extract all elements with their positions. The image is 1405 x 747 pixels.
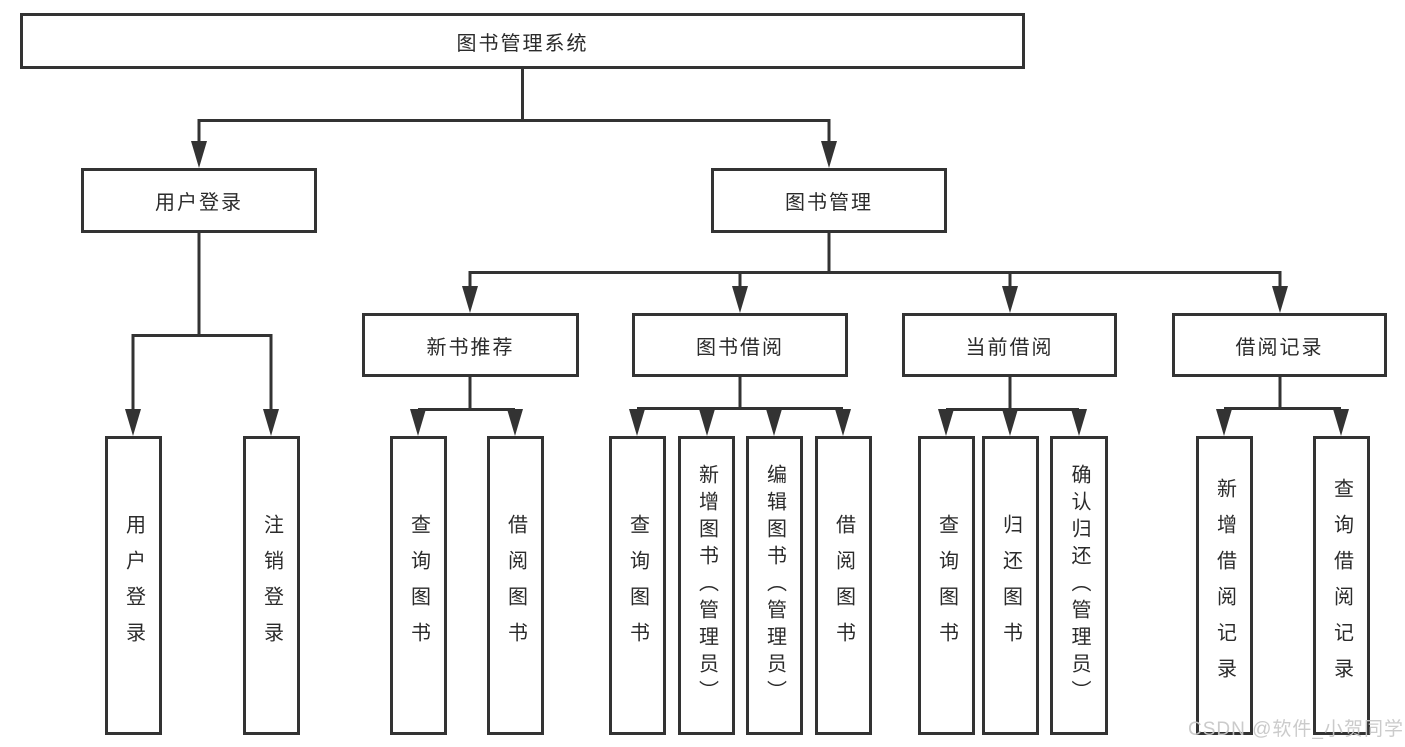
arrow-icon xyxy=(125,409,141,436)
node-label: 图书借阅 xyxy=(696,336,784,359)
arrow-icon xyxy=(1071,409,1087,436)
node-label: 查询图书 xyxy=(407,513,430,658)
node-label: 图书管理 xyxy=(785,192,873,214)
node-new-book-recommend: 新书推荐 xyxy=(362,313,579,377)
node-label: 新书推荐 xyxy=(426,336,515,359)
csdn-watermark: CSDN @软件_小贺同学 xyxy=(1188,719,1404,740)
node-label: 借阅图书 xyxy=(832,513,855,658)
arrow-icon xyxy=(938,409,954,436)
node-label: 查询图书 xyxy=(626,513,649,658)
arrow-icon xyxy=(766,409,782,436)
node-user-login: 用户登录 xyxy=(81,168,317,233)
node-logout-action: 注销登录 xyxy=(243,436,300,735)
node-label: 借阅记录 xyxy=(1235,336,1324,359)
node-borrow-books-recommend: 借阅图书 xyxy=(487,436,544,735)
node-book-borrowing: 图书借阅 xyxy=(632,313,848,377)
arrow-icon xyxy=(263,409,279,436)
arrow-icon xyxy=(1333,409,1349,436)
node-book-management: 图书管理 xyxy=(711,168,947,233)
node-edit-books-admin: 编辑图书（管理员） xyxy=(746,436,803,735)
node-label: 当前借阅 xyxy=(965,336,1054,359)
node-add-borrow-record: 新增借阅记录 xyxy=(1196,436,1253,735)
node-query-books-current: 查询图书 xyxy=(918,436,975,735)
arrow-icon xyxy=(732,286,748,313)
node-query-borrow-record: 查询借阅记录 xyxy=(1313,436,1370,735)
arrow-icon xyxy=(629,409,645,436)
node-label: 图书管理系统 xyxy=(456,32,589,55)
node-borrow-books: 借阅图书 xyxy=(815,436,872,735)
node-label: 新增图书（管理员） xyxy=(695,464,718,707)
arrow-icon xyxy=(191,141,207,168)
arrow-icon xyxy=(821,141,837,168)
arrow-icon xyxy=(462,286,478,313)
arrow-icon xyxy=(699,409,715,436)
arrow-icon xyxy=(410,409,426,436)
node-label: 查询图书 xyxy=(935,513,958,658)
arrow-icon xyxy=(507,409,523,436)
node-query-books-recommend: 查询图书 xyxy=(390,436,447,735)
node-add-books-admin: 新增图书（管理员） xyxy=(678,436,735,735)
arrow-icon xyxy=(1272,286,1288,313)
node-return-books: 归还图书 xyxy=(982,436,1039,735)
node-current-borrowing: 当前借阅 xyxy=(902,313,1117,377)
node-label: 归还图书 xyxy=(999,513,1022,658)
node-label: 查询借阅记录 xyxy=(1330,477,1353,694)
node-label: 借阅图书 xyxy=(504,513,527,658)
node-user-login-action: 用户登录 xyxy=(105,436,162,735)
arrow-icon xyxy=(835,409,851,436)
node-label: 确认归还（管理员） xyxy=(1068,464,1090,707)
node-label: 注销登录 xyxy=(260,513,283,658)
node-confirm-return-admin: 确认归还（管理员） xyxy=(1050,436,1108,735)
node-label: 用户登录 xyxy=(155,192,243,214)
arrow-icon xyxy=(1002,286,1018,313)
node-label: 编辑图书（管理员） xyxy=(763,464,786,707)
node-label: 用户登录 xyxy=(122,513,145,658)
node-label: 新增借阅记录 xyxy=(1213,477,1236,694)
node-library-management-system: 图书管理系统 xyxy=(20,13,1025,69)
node-borrowing-records: 借阅记录 xyxy=(1172,313,1387,377)
node-query-books-borrowing: 查询图书 xyxy=(609,436,666,735)
arrow-icon xyxy=(1002,409,1018,436)
arrow-icon xyxy=(1216,409,1232,436)
